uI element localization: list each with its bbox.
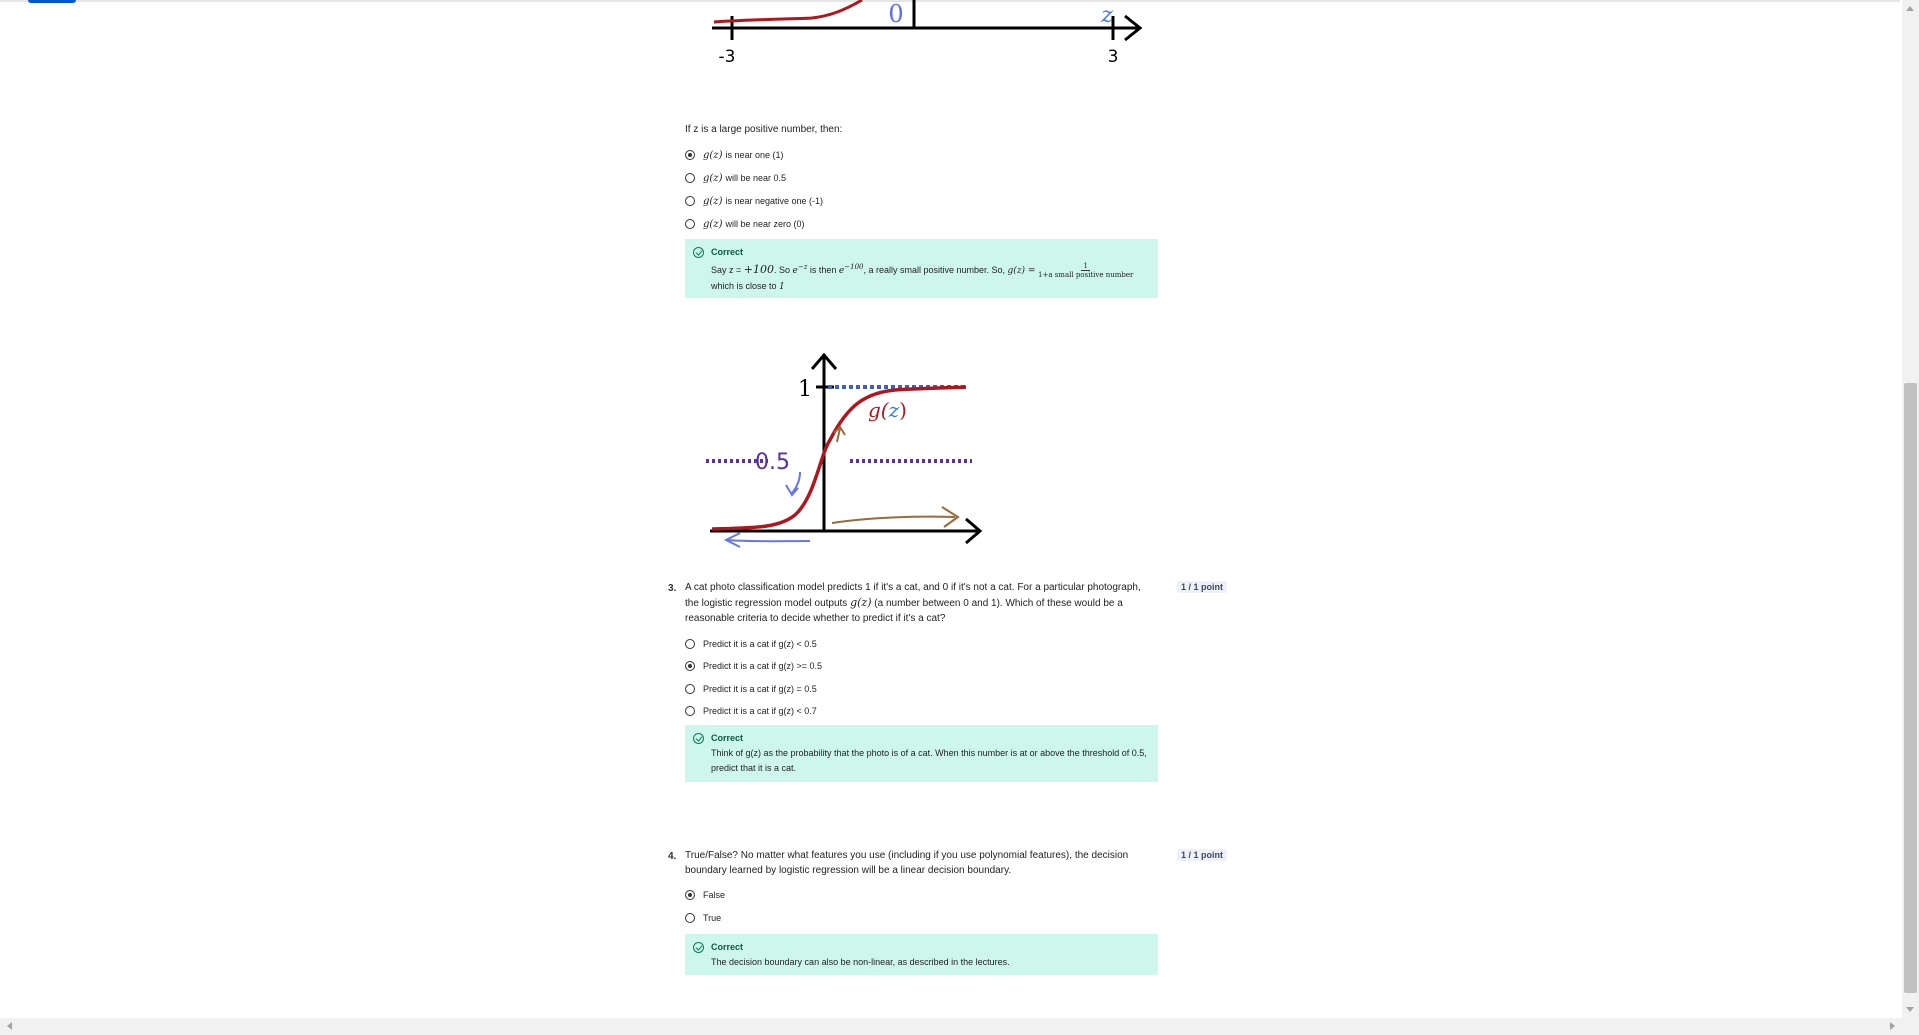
feedback-line-2: which is close to 1 — [711, 279, 1148, 295]
label-half: 0.5 — [755, 450, 790, 475]
option-label: will be near zero (0) — [725, 219, 805, 229]
text: (a number between 0 and 1). Which of the… — [685, 598, 1123, 624]
q4-option-2[interactable]: True — [685, 910, 721, 926]
math-gz: g(z) — [703, 218, 723, 230]
text: . So — [773, 265, 793, 275]
scroll-down-arrow-icon[interactable] — [1906, 1007, 1914, 1012]
label-gz: g(z) — [868, 398, 907, 422]
zero-label: 0 — [888, 0, 903, 28]
option-label: False — [703, 890, 726, 900]
option-label: will be near 0.5 — [725, 173, 787, 183]
q2-option-1[interactable]: g(z) is near one (1) — [685, 147, 784, 163]
text: is then — [807, 265, 839, 275]
vertical-scrollbar[interactable] — [1902, 0, 1919, 1018]
option-label: True — [703, 913, 722, 923]
active-tab-indicator — [28, 0, 76, 3]
radio-selected[interactable] — [685, 890, 695, 900]
option-label: is near one (1) — [725, 150, 784, 160]
q2-option-3[interactable]: g(z) is near negative one (-1) — [685, 193, 823, 209]
math-gz: g(z) — [703, 149, 723, 161]
scroll-thumb[interactable] — [1904, 383, 1917, 993]
option-label: Predict it is a cat if g(z) < 0.5 — [703, 639, 817, 649]
label-paren: ) — [899, 398, 907, 422]
q4-prompt: True/False? No matter what features you … — [685, 850, 1129, 876]
text: Say z = — [711, 265, 744, 275]
radio[interactable] — [685, 913, 695, 923]
math: 1 — [779, 282, 785, 293]
math: g(z) = — [1007, 266, 1036, 276]
option-label: Predict it is a cat if g(z) >= 0.5 — [703, 661, 823, 671]
feedback-text: The decision boundary can also be non-li… — [711, 957, 1010, 967]
q3-feedback: Correct Think of g(z) as the probability… — [685, 725, 1158, 782]
check-circle-icon — [693, 942, 704, 953]
q3-points-badge: 1 / 1 point — [1177, 581, 1228, 593]
radio[interactable] — [685, 173, 695, 183]
label-g: g( — [868, 398, 890, 422]
tick-label-right: 3 — [1108, 47, 1119, 67]
q3-option-1[interactable]: Predict it is a cat if g(z) < 0.5 — [685, 636, 817, 652]
radio-selected[interactable] — [685, 150, 695, 160]
feedback-title: Correct — [711, 733, 744, 743]
math-gz: g(z) — [703, 172, 723, 184]
radio[interactable] — [685, 639, 695, 649]
feedback-title: Correct — [711, 247, 744, 257]
radio[interactable] — [685, 684, 695, 694]
text: A cat photo classification model predict… — [685, 582, 1141, 609]
math: e — [838, 266, 845, 276]
q2-feedback: Correct Say z = +100. So e−z is then e−1… — [685, 239, 1158, 298]
horizontal-scrollbar[interactable] — [0, 1018, 1919, 1035]
top-progress-bar — [0, 0, 1900, 3]
q3-prompt: A cat photo classification model predict… — [685, 580, 1145, 626]
frac-den: 1+a small positive number — [1038, 271, 1134, 280]
radio-selected[interactable] — [685, 661, 695, 671]
math: +100 — [743, 263, 774, 276]
figure-z-axis: -3 3 0 z — [700, 0, 1150, 75]
q3-option-4[interactable]: Predict it is a cat if g(z) < 0.7 — [685, 703, 817, 719]
label-z: z — [888, 398, 900, 422]
frac-num: 1 — [1081, 262, 1090, 272]
check-circle-icon — [693, 247, 704, 258]
text: , a really small positive number. So, — [863, 265, 1008, 275]
feedback-line-1: Say z = +100. So e−z is then e−100, a re… — [711, 260, 1148, 279]
axis-var-label: z — [1100, 3, 1113, 28]
label-one: 1 — [798, 377, 812, 402]
tick-label-left: -3 — [719, 47, 736, 67]
scroll-right-arrow-icon[interactable] — [1890, 1022, 1895, 1030]
q4-number: 4. — [668, 851, 677, 862]
q4-feedback: Correct The decision boundary can also b… — [685, 934, 1158, 975]
math-gz: g(z) — [850, 596, 872, 609]
check-circle-icon — [693, 733, 704, 744]
q3-number: 3. — [668, 583, 677, 594]
feedback-text: Think of g(z) as the probability that th… — [711, 748, 1147, 773]
radio[interactable] — [685, 196, 695, 206]
q3-option-2[interactable]: Predict it is a cat if g(z) >= 0.5 — [685, 658, 822, 674]
radio[interactable] — [685, 706, 695, 716]
option-label: is near negative one (-1) — [725, 196, 824, 206]
math: e — [792, 266, 798, 276]
scroll-left-arrow-icon[interactable] — [7, 1022, 12, 1030]
q4-points-badge: 1 / 1 point — [1177, 849, 1228, 861]
option-label: Predict it is a cat if g(z) < 0.7 — [703, 706, 817, 716]
q2-option-4[interactable]: g(z) will be near zero (0) — [685, 216, 805, 232]
figure-sigmoid: 1 0.5 g(z) — [700, 345, 1000, 560]
q3-option-3[interactable]: Predict it is a cat if g(z) = 0.5 — [685, 681, 817, 697]
math-sup: −z — [797, 263, 808, 271]
scroll-up-arrow-icon[interactable] — [1906, 6, 1914, 11]
q2-prompt: If z is a large positive number, then: — [685, 124, 843, 135]
text: which is close to — [711, 281, 780, 292]
feedback-title: Correct — [711, 942, 744, 952]
math-gz: g(z) — [703, 195, 723, 207]
q2-option-2[interactable]: g(z) will be near 0.5 — [685, 170, 786, 186]
option-label: Predict it is a cat if g(z) = 0.5 — [703, 684, 817, 694]
q4-option-1[interactable]: False — [685, 887, 725, 903]
radio[interactable] — [685, 219, 695, 229]
math-sup: −100 — [844, 263, 864, 271]
